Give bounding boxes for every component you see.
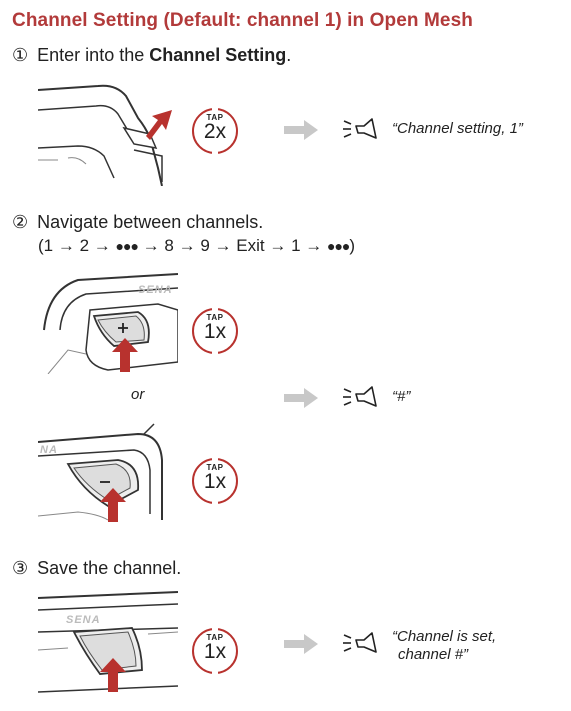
press-arrow-icon (112, 338, 138, 372)
tap-count: 2x (203, 120, 227, 143)
step-1: ① Enter into the Channel Setting. (12, 45, 291, 66)
seq-9: 9 (200, 236, 210, 255)
step-1-text-suffix: . (286, 45, 292, 65)
step-3-text: Save the channel. (37, 558, 182, 578)
device-brand: SENA (66, 614, 101, 626)
tap-label: TAP (206, 463, 224, 472)
seq-arrow: → (178, 236, 196, 255)
tap-label: TAP (206, 633, 224, 642)
step-1-number: ① (12, 45, 29, 65)
device-brand-partial: NA (40, 444, 58, 456)
tap-count: 1x (203, 640, 227, 663)
seq-arrow: → (93, 236, 111, 255)
seq-arrow: → (305, 236, 323, 255)
step-2: ② Navigate between channels. (12, 212, 263, 233)
seq-1: 1 (291, 236, 301, 255)
seq-dots: ●●● (327, 238, 350, 254)
seq-arrow: → (269, 236, 287, 255)
device-illustration-center: SENA (38, 590, 178, 696)
step-2-text: Navigate between channels. (37, 212, 264, 232)
tap-count: 1x (203, 320, 227, 343)
step-2-number: ② (12, 212, 29, 232)
tap-count: 1x (203, 470, 227, 493)
tap-badge-icon: TAP 1x (190, 306, 240, 356)
seq-exit: Exit (236, 236, 265, 255)
tap-label: TAP (206, 113, 224, 122)
page-title: Channel Setting (Default: channel 1) in … (12, 10, 473, 31)
voice-prompt-3-line2: channel #” (398, 646, 469, 663)
device-illustration-plus: SENA (38, 270, 178, 374)
tap-badge-icon: TAP 1x (190, 456, 240, 506)
seq-close: ) (349, 236, 356, 255)
device-illustration-minus: NA (38, 420, 178, 526)
voice-prompt-3-line1: “Channel is set, (392, 628, 497, 645)
seq-arrow: → (214, 236, 232, 255)
right-arrow-icon (284, 388, 318, 408)
step-3: ③ Save the channel. (12, 558, 181, 579)
speaker-icon (343, 386, 377, 407)
step-1-text-bold: Channel Setting (149, 45, 287, 65)
voice-prompt-2: “#” (392, 388, 411, 405)
speaker-icon (343, 632, 377, 653)
or-label: or (131, 386, 145, 403)
step-1-text-prefix: Enter into the (37, 45, 150, 65)
seq-dots: ●●● (115, 238, 139, 254)
device-brand: SENA (138, 284, 173, 296)
channel-sequence: (1 → 2 → ●●● → 8 → 9 → Exit → 1 → ●●●) (38, 236, 355, 256)
tap-badge-icon: TAP 1x (190, 626, 240, 676)
seq-8: 8 (164, 236, 174, 255)
seq-2: 2 (79, 236, 90, 255)
press-arrow-icon (100, 488, 126, 522)
seq-open: (1 (38, 236, 54, 255)
tap-label: TAP (206, 313, 224, 322)
tap-badge-icon: TAP 2x (190, 106, 240, 156)
press-arrow-icon (100, 658, 126, 692)
press-arrow-icon (146, 110, 172, 140)
right-arrow-icon (284, 634, 318, 654)
seq-arrow: → (142, 236, 160, 255)
voice-prompt-1: “Channel setting, 1” (392, 120, 523, 137)
step-3-number: ③ (12, 558, 29, 578)
speaker-icon (343, 118, 377, 139)
voice-prompt-3: “Channel is set, channel #” (392, 628, 496, 664)
seq-arrow: → (57, 236, 75, 255)
right-arrow-icon (284, 120, 318, 140)
